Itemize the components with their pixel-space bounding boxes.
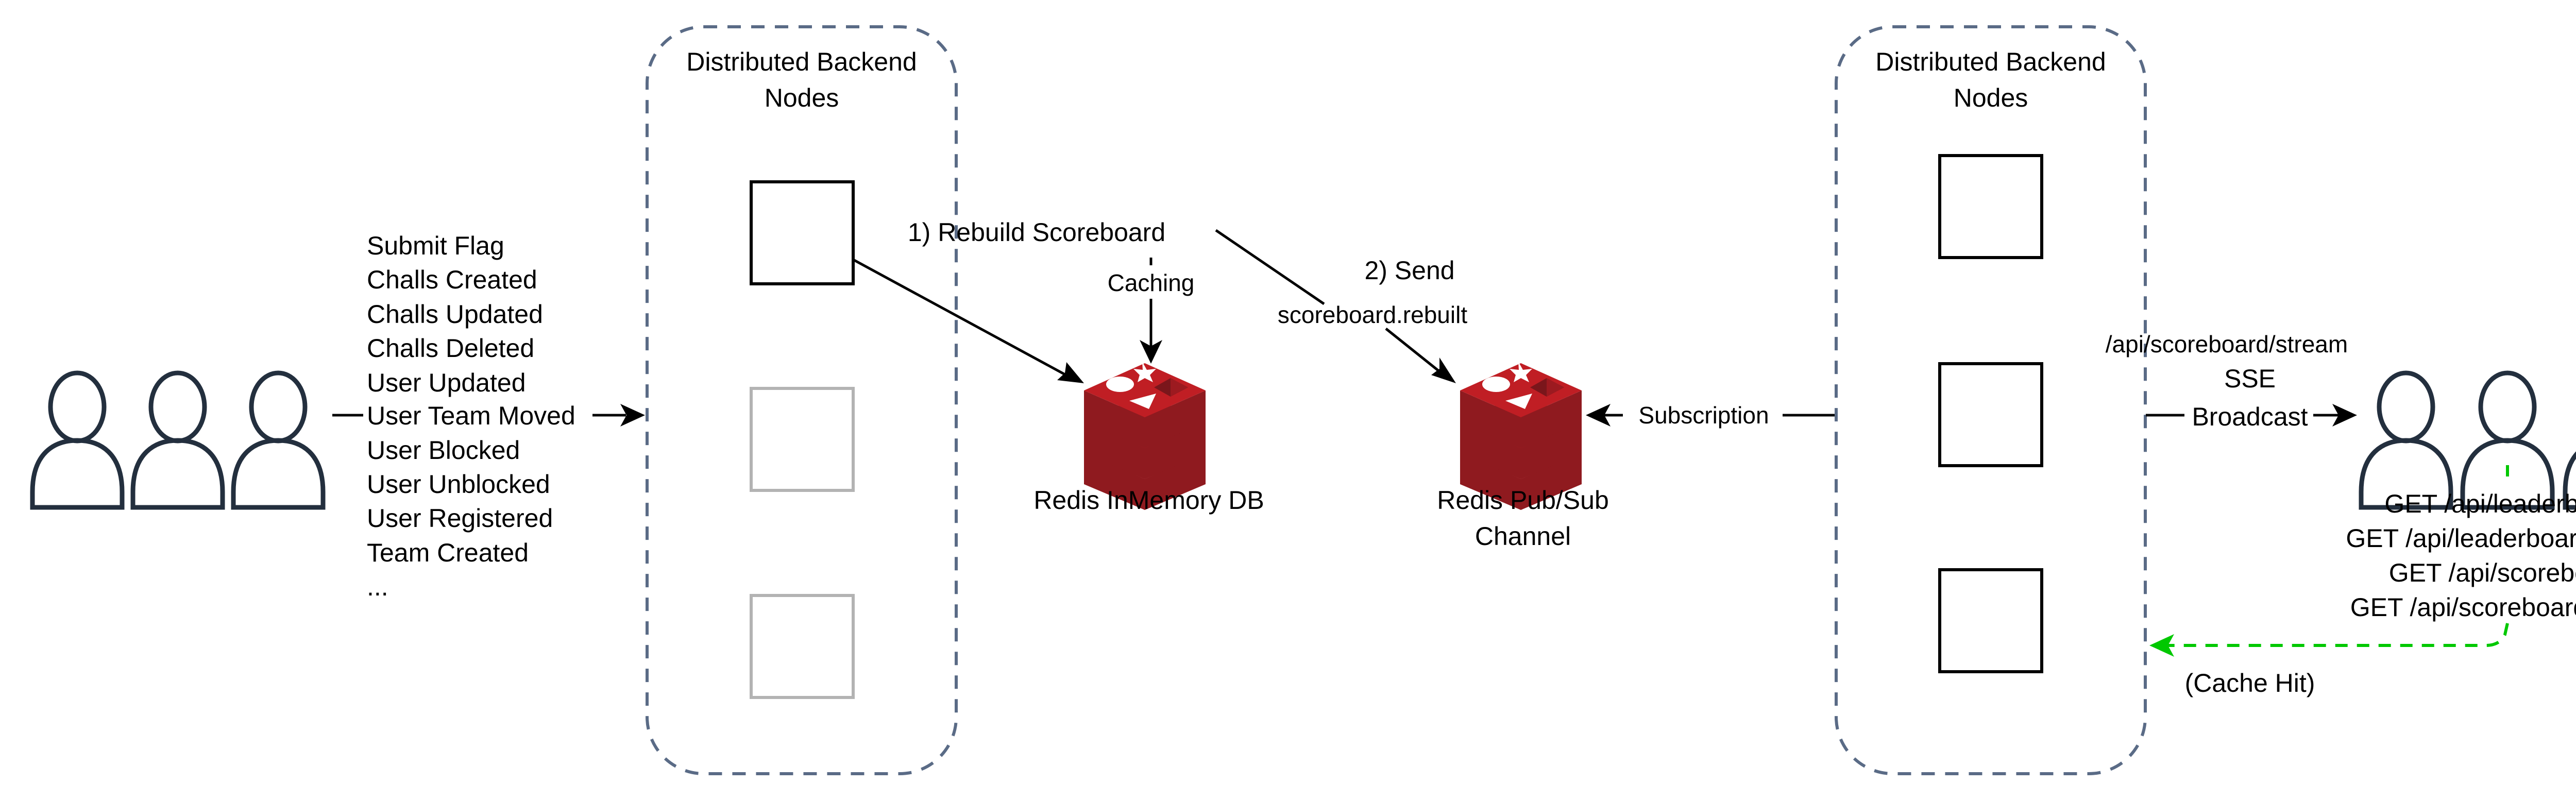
event-item: Submit Flag <box>367 231 504 260</box>
user-icon <box>133 373 223 507</box>
event-list: Submit Flag Challs Created Challs Update… <box>367 231 575 601</box>
backend-nodes-left: Distributed Backend Nodes <box>646 25 958 775</box>
user-icon <box>2565 373 2576 507</box>
redis-pubsub-label: Channel <box>1475 522 1571 551</box>
caching-label: Caching <box>1108 269 1195 296</box>
backend-node[interactable] <box>1938 362 2043 467</box>
user-icon <box>2463 373 2552 507</box>
backend-node[interactable] <box>1938 568 2043 673</box>
backend-node-active[interactable] <box>750 180 855 285</box>
container-title: Nodes <box>1954 83 2028 112</box>
event-item: Challs Deleted <box>367 334 534 363</box>
arrowhead-icon <box>620 404 645 427</box>
user-icon <box>2361 373 2451 507</box>
event-item: User Team Moved <box>367 401 575 430</box>
rebuild-edge <box>852 258 1073 380</box>
event-item: Team Created <box>367 538 529 567</box>
container-border <box>646 25 958 775</box>
redis-db[interactable]: Redis InMemory DB <box>1033 362 1264 515</box>
backend-nodes-right: Distributed Backend Nodes <box>1835 25 2147 775</box>
api-request-item: GET /api/leaderboard/teams <box>2346 524 2576 553</box>
backend-node-idle[interactable] <box>750 387 855 492</box>
send-channel-label: scoreboard.rebuilt <box>1278 301 1467 328</box>
arrowhead-icon <box>1057 362 1084 383</box>
arrowhead-icon <box>1586 404 1611 427</box>
event-item: Challs Created <box>367 265 537 294</box>
backend-node-idle[interactable] <box>750 594 855 699</box>
event-item: ... <box>367 572 388 601</box>
api-request-list: GET /api/leaderboard GET /api/leaderboar… <box>2346 489 2576 622</box>
arrowhead-icon <box>1140 340 1162 364</box>
redis-db-label: Redis InMemory DB <box>1033 486 1264 515</box>
api-request-item: GET /api/scoreboard <box>2389 558 2576 587</box>
event-item: User Blocked <box>367 436 520 465</box>
container-title: Distributed Backend <box>1875 47 2106 76</box>
arrowhead-icon <box>2332 404 2357 427</box>
container-border <box>1835 25 2147 775</box>
api-request-item: GET /api/leaderboard <box>2384 489 2576 518</box>
api-request-item: GET /api/scoreboard/teams <box>2350 593 2576 622</box>
event-item: User Unblocked <box>367 470 550 499</box>
user-icon <box>32 373 122 507</box>
broadcast-label: Broadcast <box>2192 402 2308 431</box>
container-title: Nodes <box>765 83 839 112</box>
sse-label: SSE <box>2224 364 2276 393</box>
cache-hit-label: (Cache Hit) <box>2185 669 2315 697</box>
users-right-icon <box>2361 373 2576 507</box>
event-item: User Updated <box>367 368 526 397</box>
event-item: User Registered <box>367 504 553 533</box>
users-left-icon <box>32 373 323 507</box>
stream-path-label: /api/scoreboard/stream <box>2106 331 2348 357</box>
arrowhead-icon <box>2149 634 2174 657</box>
subscription-label: Subscription <box>1638 402 1769 429</box>
backend-node[interactable] <box>1938 154 2043 259</box>
send-edge-lower <box>1385 328 1444 375</box>
user-icon <box>233 373 323 507</box>
event-item: Challs Updated <box>367 300 543 329</box>
rebuild-label: 1) Rebuild Scoreboard <box>908 218 1165 247</box>
arrowhead-icon <box>1431 357 1456 383</box>
send-label: 2) Send <box>1364 256 1454 285</box>
send-edge <box>1215 229 1325 305</box>
redis-pubsub-label: Redis Pub/Sub <box>1437 486 1609 515</box>
cache-hit-edge <box>2166 465 2509 647</box>
container-title: Distributed Backend <box>686 47 917 76</box>
redis-pubsub[interactable]: Redis Pub/Sub Channel <box>1437 362 1609 551</box>
